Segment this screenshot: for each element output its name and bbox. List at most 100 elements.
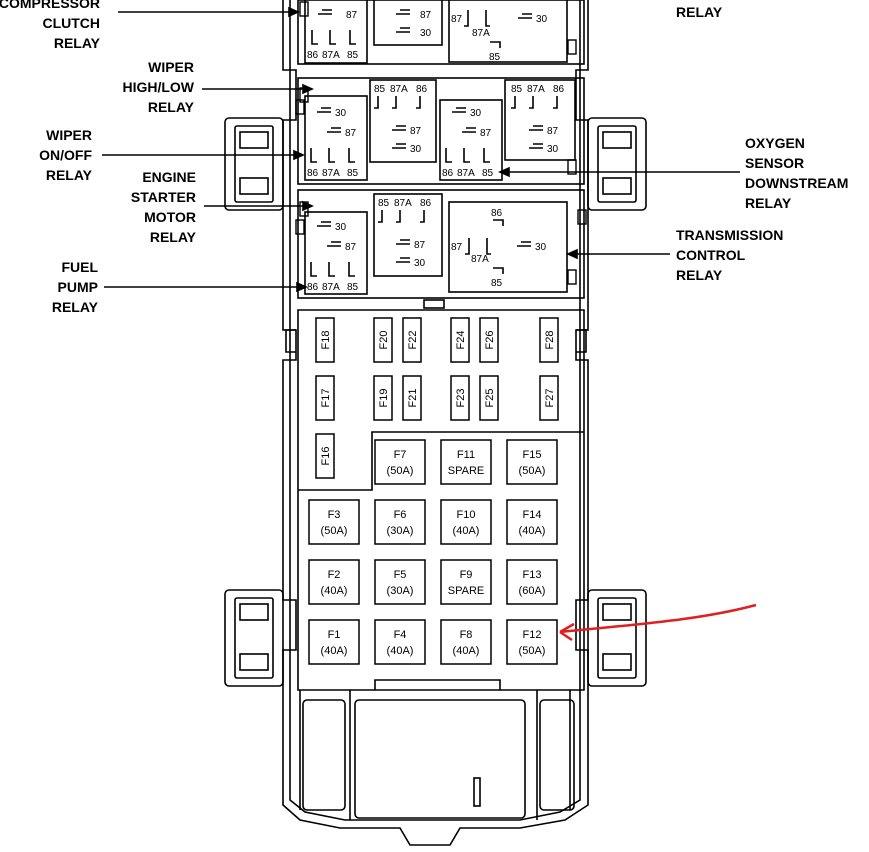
leader-wiper-high-low-head (302, 83, 314, 95)
relay-tab (567, 269, 577, 285)
relay-tab (567, 159, 577, 175)
small-fuse-f27: F27 (539, 375, 559, 421)
relay-pin (517, 241, 531, 247)
relay-pin (490, 41, 501, 48)
label-engine-starter-motor-relay: ENGINE (142, 169, 196, 185)
relay-tab (299, 1, 309, 17)
fuse-rating: (60A) (519, 585, 546, 597)
label-wiper-on-off-relay: ON/OFF (39, 147, 92, 163)
right-middle-relay-pin-85: 85 (511, 84, 523, 95)
relay-pin (310, 262, 317, 277)
fuel-pump-relay-pin-30: 30 (335, 222, 347, 233)
wiper-high-low-relay-pin-30: 30 (410, 144, 422, 155)
fuse-id: F7 (394, 449, 407, 461)
fuse-f1: F1(40A) (308, 619, 360, 665)
label-oxygen-sensor-downstream-relay: SENSOR (745, 155, 804, 171)
relay-pin (493, 267, 504, 274)
fuse-id: F3 (328, 509, 341, 521)
relay-pin (396, 239, 410, 245)
relay-pin (483, 148, 490, 163)
relay-pin (327, 127, 341, 133)
starter-relay-pin-85: 85 (378, 198, 390, 209)
fuse-f7: F7 (50A) (374, 439, 426, 485)
label-compressor-clutch-relay: CLUTCH (42, 15, 100, 31)
starter-relay-pin-86: 86 (420, 198, 432, 209)
transmission-relay-pin-86: 86 (491, 208, 503, 219)
fuse-rating: (50A) (519, 465, 546, 477)
fuse-id: F9 (460, 569, 473, 581)
relay-pin (392, 143, 406, 149)
top-relay-3-pin-30: 30 (536, 14, 548, 25)
fuse-id: F14 (523, 509, 542, 521)
top-relay-3-pin-87: 87 (451, 14, 463, 25)
relay-pin (348, 262, 355, 277)
relay-pin (318, 9, 332, 15)
label-oxygen-sensor-downstream-relay: RELAY (745, 195, 792, 211)
label-transmission-control-relay: TRANSMISSION (676, 227, 783, 243)
fuse-f3: F3(50A) (308, 499, 360, 545)
label-fuel-pump-relay: RELAY (52, 299, 99, 315)
relay-pin (464, 10, 490, 27)
fuse-id: F12 (523, 629, 542, 641)
relay-pin (348, 148, 355, 163)
label-fuel-pump-relay: PUMP (58, 279, 98, 295)
fuse-id: F6 (394, 509, 407, 521)
wiper-on-off-relay-pin-87: 87 (345, 128, 357, 139)
label-wiper-high-low-relay: HIGH/LOW (122, 79, 194, 95)
relay-tab (577, 209, 587, 225)
top-relay-2-pin-30: 30 (420, 28, 432, 39)
label-oxygen-sensor-downstream-relay: DOWNSTREAM (745, 175, 848, 191)
fuse-f2: F2(40A) (308, 559, 360, 605)
leader-transmission-head (566, 248, 578, 260)
relay-pin (511, 96, 558, 109)
small-fuse-label: F26 (484, 331, 496, 350)
label-oxygen-sensor-downstream-relay: OXYGEN (745, 135, 805, 151)
small-fuse-label: F17 (320, 389, 332, 408)
oxygen-relay-pin-87: 87 (480, 128, 492, 139)
wiper-on-off-relay-pin-86: 86 (307, 168, 319, 179)
relay-pin (518, 13, 532, 19)
label-engine-starter-motor-relay: MOTOR (144, 209, 196, 225)
fuse-rating: (40A) (321, 585, 348, 597)
transmission-relay-pin-87: 87 (451, 242, 463, 253)
small-fuse-f19: F19 (373, 375, 393, 421)
transmission-relay-pin-85: 85 (491, 278, 503, 289)
relay-pin (329, 30, 336, 45)
fuse-rating: (40A) (453, 645, 480, 657)
fuel-pump-relay-pin-87: 87 (345, 242, 357, 253)
label-transmission-control-relay: CONTROL (676, 247, 746, 263)
small-fuse-label: F24 (455, 331, 467, 350)
right-middle-relay-pin-87a: 87A (527, 84, 545, 95)
wiper-on-off-relay-pin-85: 85 (347, 168, 359, 179)
red-annotation-arrow (559, 603, 757, 642)
relay-pin (396, 27, 410, 33)
fuse-rating: (30A) (387, 585, 414, 597)
small-fuse-label: F25 (484, 389, 496, 408)
fuse-rating: (50A) (387, 465, 414, 477)
leader-compressor-head (288, 6, 300, 18)
transmission-relay-pin-87a: 87A (471, 254, 489, 265)
small-fuse-f28: F28 (539, 317, 559, 363)
wiper-high-low-relay-pin-87a: 87A (390, 84, 408, 95)
small-fuse-f26: F26 (479, 317, 499, 363)
fuse-f14: F14(40A) (506, 499, 558, 545)
small-fuse-f18: F18 (315, 317, 335, 363)
relay-pin (317, 107, 331, 113)
small-fuse-f22: F22 (402, 317, 422, 363)
oxygen-relay-pin-87a: 87A (457, 168, 475, 179)
small-fuse-f24: F24 (450, 317, 470, 363)
relay-pin (328, 262, 335, 277)
top-relay-3-pin-87a: 87A (472, 28, 490, 39)
relay-pin (463, 148, 470, 163)
relay-pin (311, 30, 318, 45)
small-fuse-label: F27 (544, 389, 556, 408)
label-wiper-on-off-relay: RELAY (46, 167, 93, 183)
relay-pin (452, 107, 466, 113)
fuse-id: F1 (328, 629, 341, 641)
relay-tab (295, 99, 305, 115)
transmission-relay-pin-30: 30 (535, 242, 547, 253)
wiper-high-low-relay-pin-87: 87 (410, 126, 422, 137)
label-wiper-high-low-relay: WIPER (148, 59, 194, 75)
small-fuse-f21: F21 (402, 375, 422, 421)
compressor-relay-pin-87: 87 (346, 10, 358, 21)
